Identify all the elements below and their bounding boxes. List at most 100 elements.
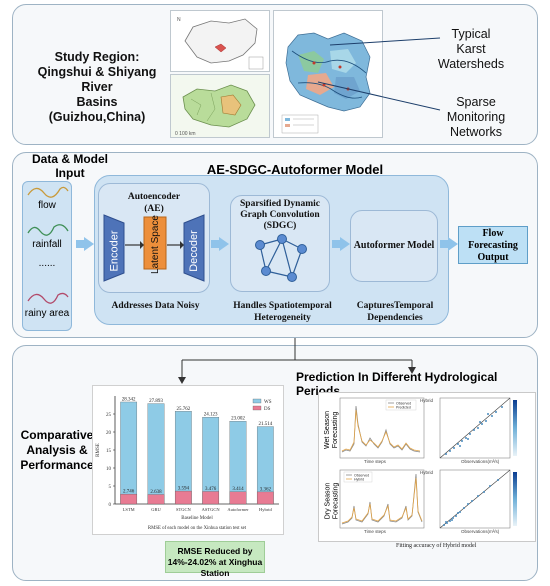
network-annotation: Sparse Monitoring Networks [436,95,516,140]
rmse-bar-svg: 0510152025RMSE28.3422.746LSTM27.8932.638… [96,396,279,531]
dry-label-line-2: Forecasting [332,482,340,520]
ae-title-line-1: Autoencoder [127,192,181,202]
dry-legend-hybrid: Hybrid [354,478,364,482]
fitting-caption: Fitting accuracy of Hybrid model [396,543,477,549]
arrow-ae-head [219,237,229,251]
autoformer-label: Autoformer Model [353,240,435,251]
input-title-line-2: Input [55,166,85,180]
dry-label-line-1: Dry Season [324,482,332,520]
wet-label-line-2: Forecasting [332,411,340,449]
dry-scatter-xlabel: Observations(m³/s) [461,529,500,534]
arrow-sdgc-head [340,237,350,251]
chart-title: RMSE of each model on the Xinhua station… [148,526,247,531]
bar-value-label: 27.893 [149,399,163,404]
category-label: Autoformer [227,507,249,512]
comparative-title-line-3: Performance [20,458,94,472]
bar-value-label: 21.514 [258,422,272,427]
bar-value-label: 24.123 [204,413,218,418]
karst-annotation: Typical Karst Watersheds [436,27,506,72]
caption-autoformer: CapturesTemporal Dependencies [345,300,445,324]
y-tick-label: 25 [106,413,112,418]
input-title: Data & Model Input [20,152,120,180]
model-title: AE-SDGC-Autoformer Model [206,162,384,177]
sdgc-title-line-1: Sparsified Dynamic [240,199,320,209]
bar-value-label: 3.476 [205,487,217,492]
legend-swatch-ds [252,405,262,411]
wet-legend-observed: Observed [396,402,411,406]
rmse-box-line-2: 14%-24.02% at Xinghua Station [167,557,263,578]
output-line-1: Flow [482,228,504,239]
arrow-sdgc-shaft [332,240,340,248]
annotation-lines [317,37,441,111]
arrow-input-shaft [76,240,84,248]
dry-legend-observed: Observed [354,474,369,478]
arrow-output-head [448,237,458,251]
arrow-input-head [84,237,94,251]
network-annotation-line-3: Networks [449,125,503,139]
dry-ts-xlabel: Time steps [364,529,386,534]
study-title-line-2: Qingshui & Shiyang River [37,65,157,94]
bar-ds [202,491,220,505]
y-tick-label: 15 [106,449,112,454]
graph-icon [255,234,307,282]
comparative-title: Comparative Analysis & Performance [18,428,96,473]
sdgc-title-line-2: Graph Convolution [240,210,320,220]
category-label: LSTM [123,507,135,512]
sdgc-title-line-3: (SDGC) [263,221,297,231]
karst-annotation-line-3: Watersheds [437,57,505,71]
comparative-title-line-2: Analysis & [26,443,88,457]
study-title-line-4: (Guizhou,China) [48,110,146,124]
category-label: STGCN [176,507,192,512]
ae-title: Autoencoder (AE) [98,191,210,215]
study-title-line-3: Basins [76,95,118,109]
karst-annotation-line-1: Typical [451,27,491,41]
ae-diagram [103,214,205,282]
bar-value-label: 28.342 [122,397,136,402]
prediction-plots: Observed Predicted Observed Hybrid [339,397,517,529]
wet-season-label: Wet Season Forecasting [321,405,343,455]
study-region-title: Study Region: Qingshui & Shiyang River B… [22,50,172,125]
study-title-line-1: Study Region: [54,50,140,64]
category-label: GRU [151,507,161,512]
arrow-output-shaft [440,240,448,248]
ae-title-line-2: (AE) [144,204,164,214]
comparative-title-line-1: Comparative [20,428,94,442]
bar-ds [256,491,274,505]
caption-sdgc-line-2: Heterogeneity [254,313,311,323]
legend-label-ws: WS [264,400,272,405]
y-tick-label: 5 [109,485,112,490]
arrow-ae-shaft [211,240,219,248]
watershed-map [273,10,383,138]
input-title-line-1: Data & Model [31,152,108,166]
rmse-box-line-1: RMSE Reduced by [177,546,253,556]
category-label: Hybrid [259,507,272,512]
input-item-ellipsis: ...... [38,258,56,269]
y-axis-label: RMSE [96,443,101,457]
y-tick-label: 20 [106,431,112,436]
bar-ds [174,490,192,505]
caption-autoformer-line-1: CapturesTemporal [356,301,434,311]
network-annotation-line-2: Monitoring [446,110,506,124]
x-axis-label: Baseline Model [181,516,213,521]
wet-scatter-xlabel: Observations(m³/s) [461,459,500,464]
output-line-3: Output [477,252,509,263]
karst-annotation-line-2: Karst [456,42,486,56]
caption-sdgc-line-1: Handles Spatiotemporal [233,301,332,311]
bar-ds [147,494,165,505]
caption-ae: Addresses Data Noisy [111,301,200,311]
bar-ds [120,493,138,505]
wet-legend-predicted: Predicted [396,406,411,410]
y-tick-label: 0 [109,503,112,508]
legend-label-ds: DS [264,407,271,412]
china-map: N [170,10,270,72]
bar-value-label: 2.746 [123,490,135,495]
wet-label-line-1: Wet Season [324,410,332,450]
svg-text:0 100 km: 0 100 km [175,131,196,137]
wet-ts-xlabel: Time steps [364,459,386,464]
bar-value-label: 23.002 [231,417,245,422]
guizhou-map: 0 100 km [170,74,270,138]
output-line-2: Forecasting [468,240,518,251]
rmse-reduction-box: RMSE Reduced by 14%-24.02% at Xinghua St… [165,541,265,578]
